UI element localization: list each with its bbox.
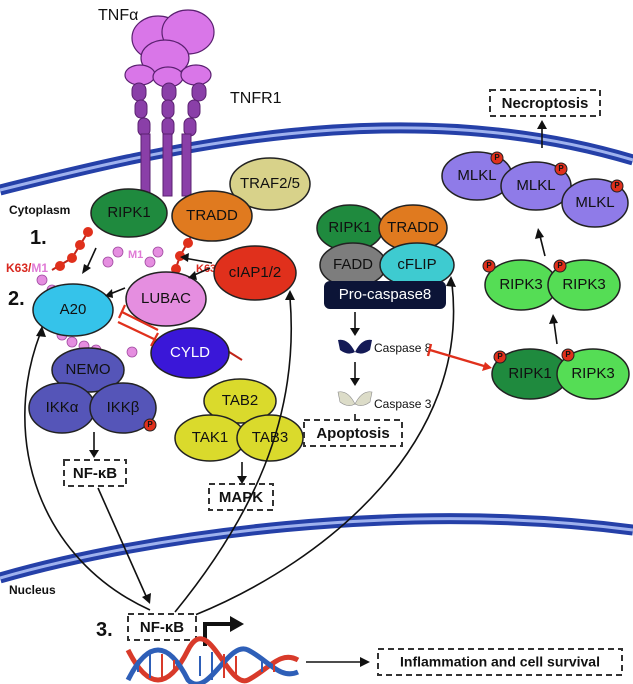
cflip-label: cFLIP — [397, 256, 436, 273]
caspase8-label: Caspase 8 — [374, 341, 432, 355]
fadd-label: FADD — [333, 256, 373, 273]
svg-text:P: P — [557, 261, 563, 270]
phospho-ikkb — [143, 418, 157, 432]
svg-text:P: P — [558, 164, 564, 173]
tnfr1-label: TNFR1 — [230, 90, 282, 107]
mlkl-left-label: MLKL — [457, 167, 496, 184]
ripk1-node — [90, 188, 168, 238]
tab2-label: TAB2 — [222, 392, 258, 409]
a20-label: A20 — [60, 301, 87, 318]
tab3-label: TAB3 — [252, 429, 288, 446]
nucleus-label: Nucleus — [9, 583, 56, 597]
feedback-to-cflip — [194, 283, 455, 616]
ikkb-node — [89, 382, 157, 434]
traf2-5-node — [229, 157, 311, 211]
cytoplasm-label: Cytoplasm — [9, 203, 70, 217]
feedback-to-a20 — [24, 333, 151, 611]
step-1-label: 1. — [30, 227, 47, 249]
complex-ii: RIPK1 TRADD FADD cFLIP Pro-caspase8 — [316, 204, 455, 309]
inflammation-box — [377, 648, 623, 676]
mapk-label: MAPK — [219, 489, 263, 506]
caspase3-label: Caspase 3 — [374, 397, 432, 411]
necrosome: RIPK1 RIPK3 P P RIPK3 RIPK3 P P MLKL MLK… — [441, 120, 630, 400]
mapk-box — [208, 483, 274, 511]
ripk3-lower-node — [556, 348, 630, 400]
nuclear-membrane — [0, 513, 633, 584]
mlkl-middle-label: MLKL — [516, 177, 555, 194]
a20-node — [32, 283, 114, 337]
tradd-node — [171, 190, 253, 242]
caspase8-icon — [338, 339, 372, 354]
ikkb-label: IKKβ — [107, 399, 140, 416]
caspase3-icon — [337, 391, 373, 406]
svg-text:P: P — [494, 153, 500, 162]
ripk3-upper-left-label: RIPK3 — [499, 276, 542, 293]
mlkl-right-node — [561, 178, 629, 228]
step-2-label: 2. — [8, 288, 25, 310]
necroptosis-label: Necroptosis — [502, 95, 589, 112]
apoptosis-box — [303, 419, 403, 447]
ikka-label: IKKα — [46, 399, 79, 416]
m1-label: M1 — [128, 249, 143, 261]
nfkb-cytoplasm-box — [63, 459, 127, 487]
ciap-label: cIAP1/2 — [229, 264, 282, 281]
svg-text:P: P — [614, 181, 620, 190]
nfkb-nucleus-box — [127, 613, 197, 641]
ripk1-necrosome-label: RIPK1 — [508, 365, 551, 382]
k63-m1-label: K63/ — [6, 261, 32, 275]
tnfa-label: TNFα — [98, 7, 138, 24]
complex-i: TRAF2/5 RIPK1 TRADD cIAP1/2 LUBAC A20 CY… — [28, 157, 311, 462]
svg-text:P: P — [486, 261, 492, 270]
step-3-label: 3. — [96, 619, 113, 641]
ciap-node — [213, 245, 297, 301]
svg-text:P: P — [147, 420, 153, 429]
m1-label-left: M1 — [31, 261, 48, 275]
lubac-label: LUBAC — [141, 290, 191, 307]
inflammation-label: Inflammation and cell survival — [400, 654, 600, 670]
traf2-5-label: TRAF2/5 — [240, 175, 300, 192]
tradd-complex2-label: TRADD — [387, 219, 439, 236]
ripk1-complex2-label: RIPK1 — [328, 219, 371, 236]
procaspase8-node — [324, 281, 446, 309]
ripk3-lower-label: RIPK3 — [571, 365, 614, 382]
caspase8-inhibition — [426, 343, 485, 368]
nfkb-cytoplasm-label: NF-κB — [73, 465, 117, 482]
feedback-to-ciap — [174, 297, 293, 613]
svg-text:K63/M1: K63/M1 — [6, 261, 48, 275]
ripk3-upper-right-node — [547, 259, 621, 311]
ripk3-upper-right-label: RIPK3 — [562, 276, 605, 293]
cyld-node — [150, 327, 230, 379]
mlkl-right-label: MLKL — [575, 194, 614, 211]
ripk1-label: RIPK1 — [107, 204, 150, 221]
tnfr1-receptor — [131, 82, 207, 197]
tak1-label: TAK1 — [192, 429, 228, 446]
tab2-node — [203, 378, 277, 424]
svg-text:P: P — [497, 352, 503, 361]
tradd-label: TRADD — [186, 207, 238, 224]
necroptosis-box — [489, 89, 601, 117]
procaspase8-label: Pro-caspase8 — [339, 286, 432, 303]
svg-text:P: P — [565, 350, 571, 359]
nemo-label: NEMO — [66, 361, 111, 378]
tnf-alpha-ligand — [124, 9, 215, 88]
nfkb-nucleus-label: NF-κB — [140, 619, 184, 636]
inhibition-a20-cyld — [117, 304, 159, 347]
cyld-label: CYLD — [170, 344, 210, 361]
lubac-node — [125, 271, 207, 327]
apoptosis-label: Apoptosis — [316, 425, 389, 442]
